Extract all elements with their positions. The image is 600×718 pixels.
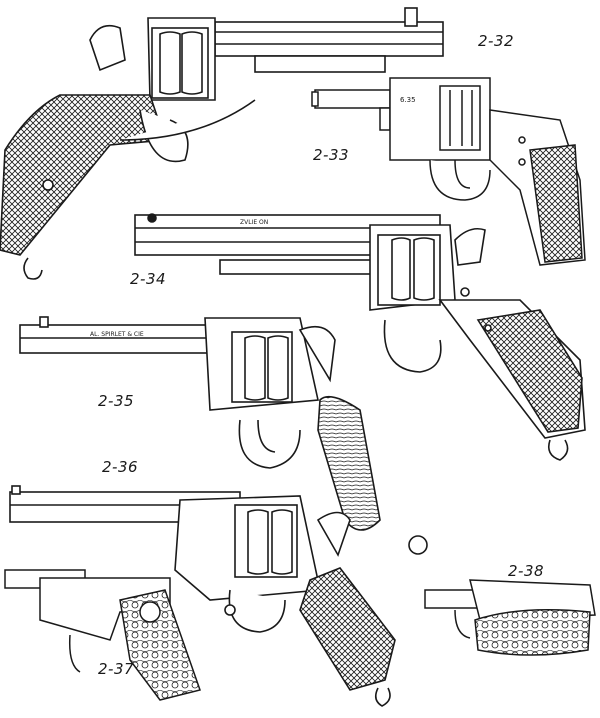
- revolver-frame-2-38: [424, 579, 596, 656]
- figure-label-2-38: 2-38: [508, 562, 545, 580]
- revolver-2-33: [311, 77, 586, 266]
- figure-label-2-34: 2-34: [130, 270, 167, 288]
- figure-label-2-36: 2-36: [102, 458, 139, 476]
- engraving-2-34: ZVLIE ON: [240, 219, 268, 226]
- figure-label-2-37: 2-37: [98, 660, 135, 678]
- revolver-frame-2-37: [4, 569, 201, 701]
- figure-label-2-32: 2-32: [478, 32, 515, 50]
- revolver-2-34: [134, 213, 586, 461]
- revolver-2-32: [0, 7, 444, 280]
- engraving-2-35: AL. SPIRLET & CIE: [90, 331, 144, 338]
- figure-label-2-33: 2-33: [313, 146, 350, 164]
- figure-label-2-35: 2-35: [98, 392, 135, 410]
- engraving-2-33: 6.35: [400, 96, 416, 104]
- revolver-2-36: [9, 485, 396, 707]
